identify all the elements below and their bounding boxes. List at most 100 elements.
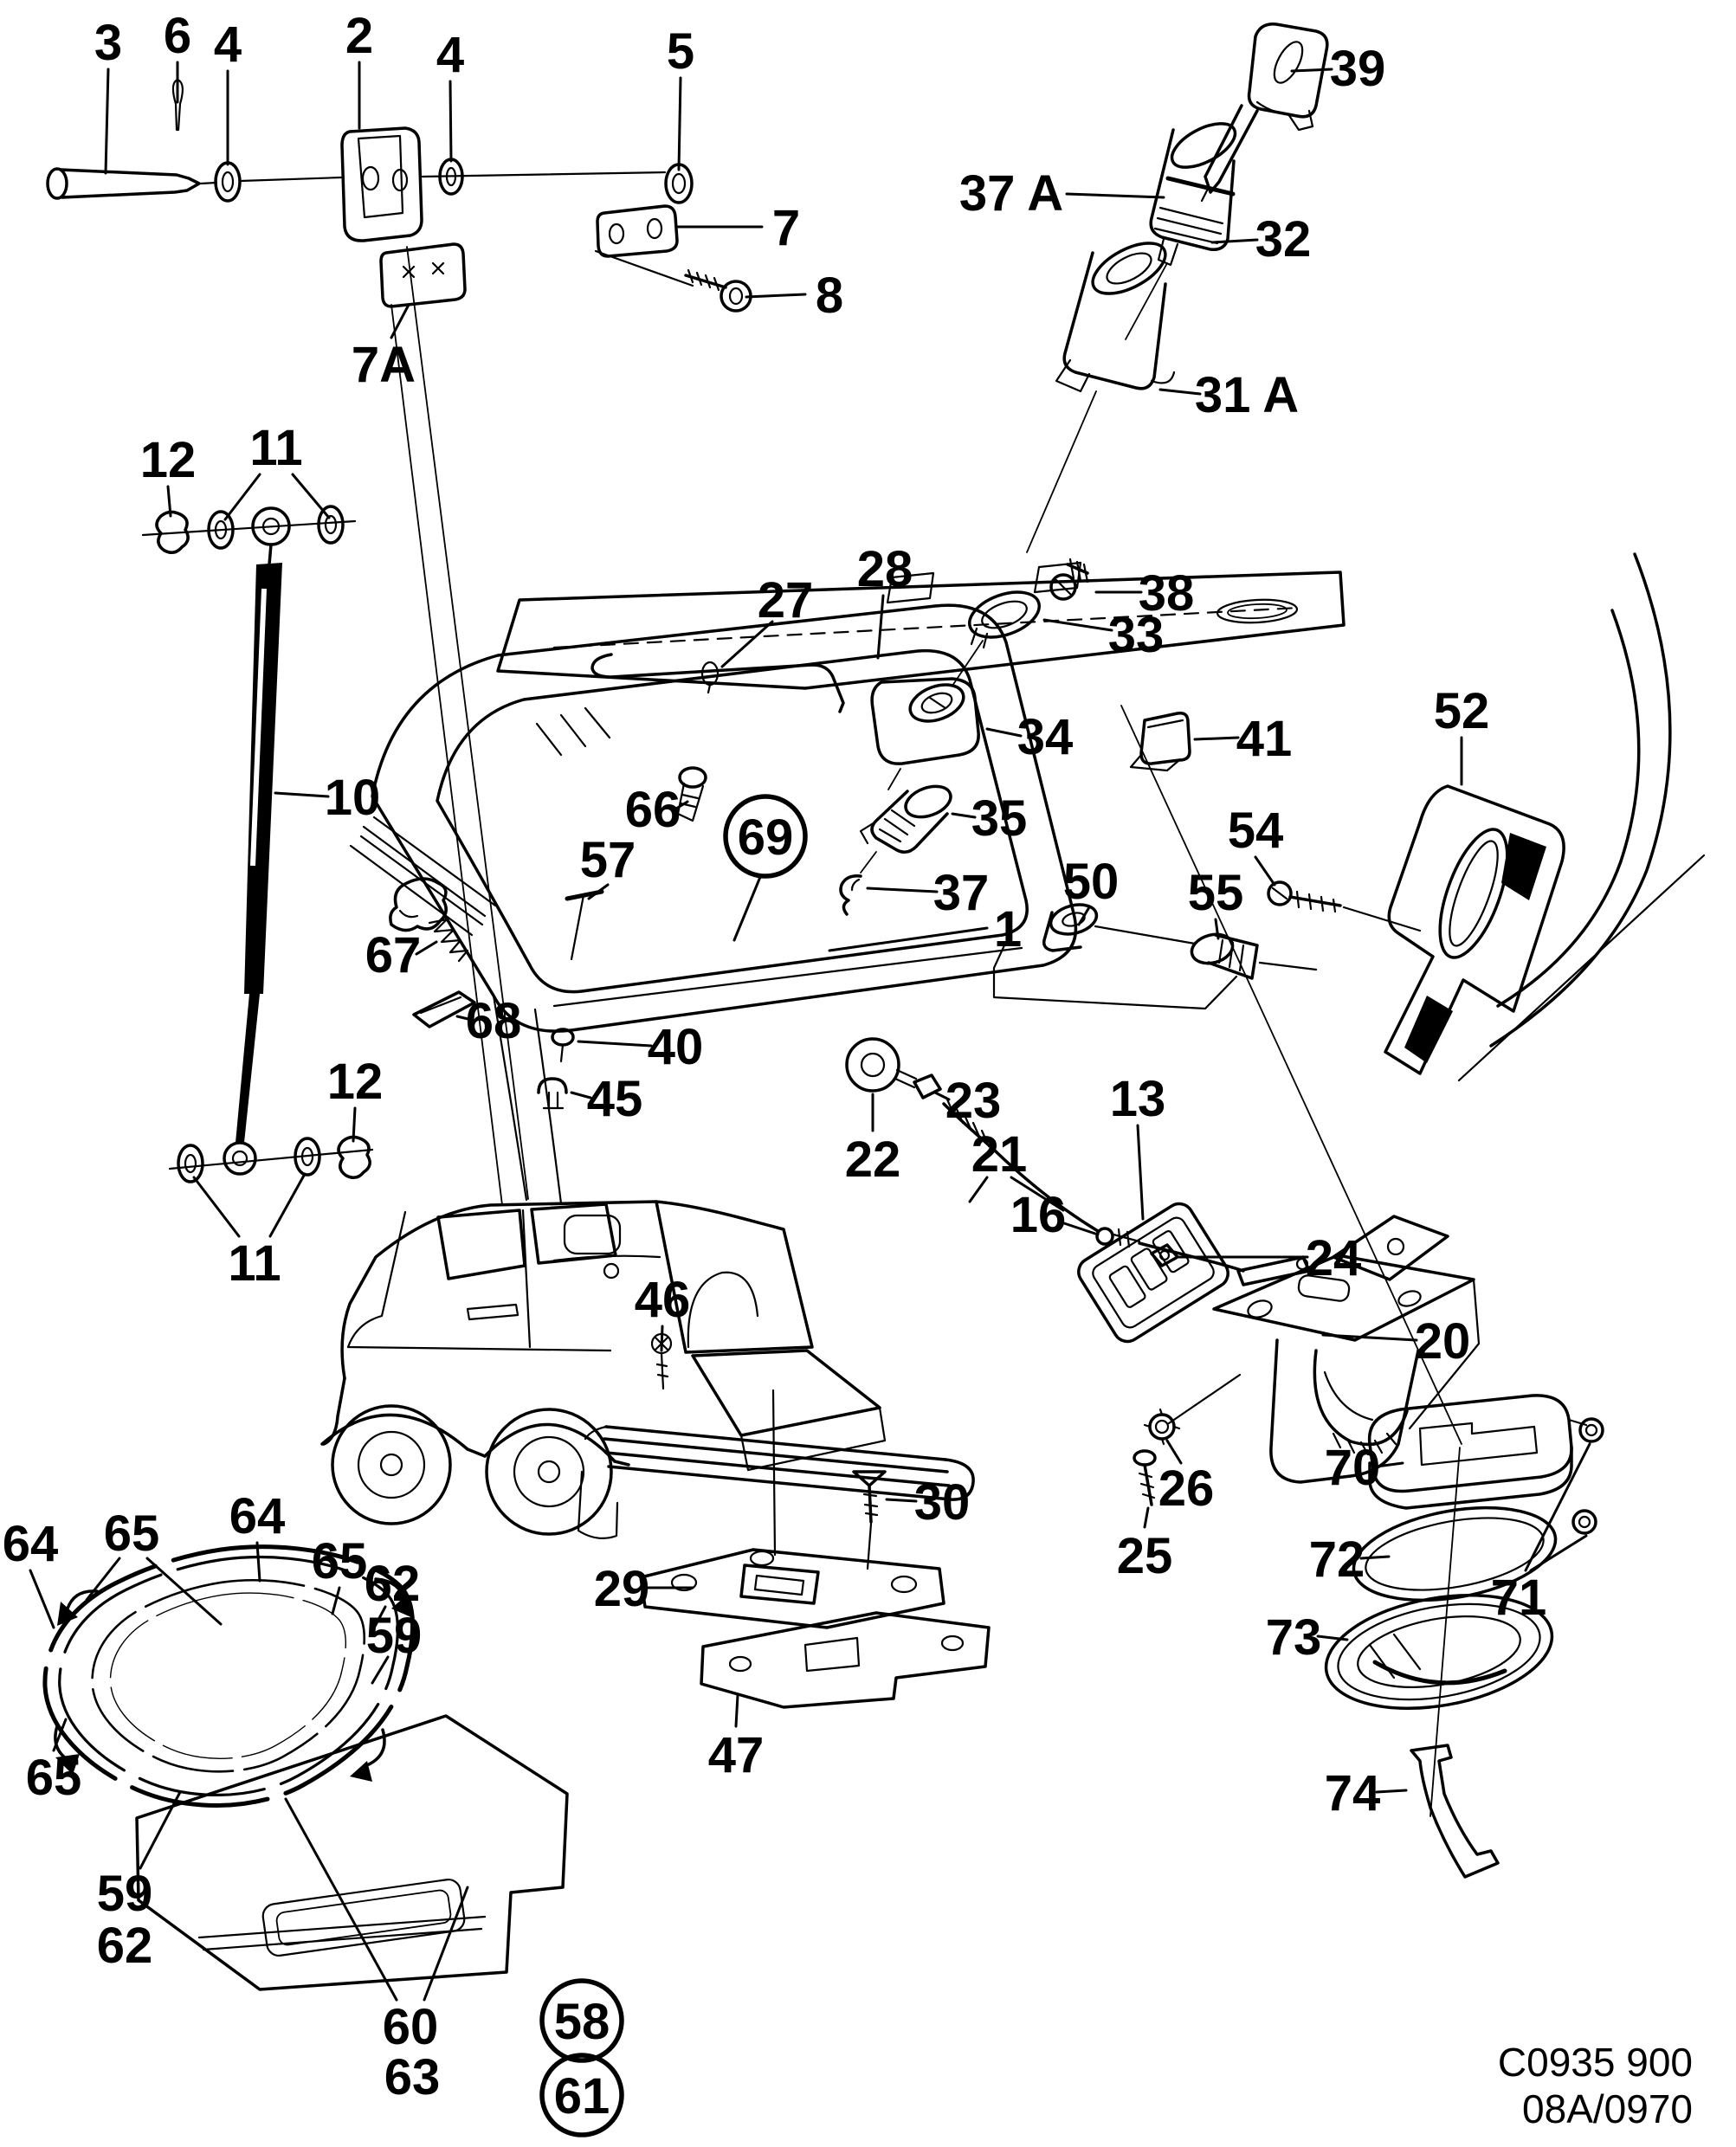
callout-label: 55 xyxy=(1188,865,1244,921)
callout-label: 41 xyxy=(1236,711,1293,767)
callout-label: 16 xyxy=(1010,1187,1067,1243)
callout-label: 62 xyxy=(365,1556,421,1612)
callout-62: 62 xyxy=(365,1556,421,1636)
callout-leader-line xyxy=(255,1541,261,1583)
callout-26: 26 xyxy=(1158,1439,1214,1517)
callout-leader-line xyxy=(1010,1176,1065,1212)
callout-label: 47 xyxy=(708,1727,765,1783)
callout-47: 47 xyxy=(708,1693,765,1783)
callout-label: 29 xyxy=(594,1561,650,1617)
callout-60: 60 xyxy=(284,1797,469,2055)
callout-label: 34 xyxy=(1017,709,1074,765)
callout-label: 35 xyxy=(971,790,1028,847)
callout-leader-line xyxy=(1524,1442,1591,1572)
callout-label: 69 xyxy=(738,809,794,866)
callout-label: 65 xyxy=(312,1533,368,1589)
callout-65: 65 xyxy=(26,1718,81,1806)
callout-leader-line xyxy=(369,1605,387,1636)
callout-label: 40 xyxy=(648,1019,704,1075)
callout-label: 64 xyxy=(229,1488,286,1544)
drawing-number: C0935 900 xyxy=(1498,2040,1693,2085)
callout-61: 61 xyxy=(539,2053,624,2137)
callout-label: 57 xyxy=(580,832,636,888)
callout-55: 55 xyxy=(1188,865,1244,940)
callout-leader-line xyxy=(352,1106,357,1143)
callout-leader-line xyxy=(284,1797,398,2002)
callout-69: 69 xyxy=(723,794,808,942)
callout-label: 38 xyxy=(1139,565,1195,622)
callout-31a: 31 A xyxy=(1158,367,1299,423)
callout-3: 3 xyxy=(94,15,122,175)
callout-32: 32 xyxy=(1210,211,1312,268)
callout-label: 24 xyxy=(1306,1230,1362,1286)
callout-27: 27 xyxy=(720,572,813,668)
drawing-revision: 08A/0970 xyxy=(1522,2086,1693,2131)
callout-label: 13 xyxy=(1110,1071,1166,1127)
callout-25: 25 xyxy=(1117,1506,1173,1584)
callout-7: 7 xyxy=(675,200,800,256)
callout-label: 74 xyxy=(1325,1765,1381,1821)
callout-label: 50 xyxy=(1063,854,1120,910)
callout-label: 32 xyxy=(1255,211,1312,268)
callout-37: 37 xyxy=(866,865,990,921)
callout-label: 59 xyxy=(366,1608,423,1664)
callout-label: 11 xyxy=(249,420,302,476)
callout-circle xyxy=(539,1978,624,2063)
callout-70: 70 xyxy=(1325,1440,1404,1496)
callout-leader-line xyxy=(951,812,977,819)
callout-35: 35 xyxy=(951,790,1028,847)
callout-leader-line xyxy=(449,80,453,163)
callout-11: 11 xyxy=(223,420,331,521)
callout-leader-line xyxy=(371,1655,390,1685)
callout-leader-line xyxy=(274,791,330,798)
callout-65: 65 xyxy=(85,1505,223,1626)
callout-leader-line xyxy=(720,620,774,668)
callout-label: 45 xyxy=(587,1071,643,1127)
hinge-assembly-art xyxy=(46,78,752,1206)
callout-54: 54 xyxy=(1228,803,1283,887)
callout-13: 13 xyxy=(1110,1071,1166,1221)
callout-leader-line xyxy=(732,875,762,942)
callout-leader-line xyxy=(455,1015,474,1022)
callout-label: 7 xyxy=(772,200,800,256)
callout-leader-line xyxy=(1254,855,1276,887)
callout-leader-line xyxy=(1193,736,1240,741)
callout-41: 41 xyxy=(1193,711,1293,767)
callout-72: 72 xyxy=(1309,1531,1391,1588)
callout-63: 63 xyxy=(384,2049,441,2105)
callout-label: 11 xyxy=(228,1235,281,1292)
callout-66: 66 xyxy=(625,782,689,838)
callout-leader-line xyxy=(933,1091,951,1101)
callout-label: 58 xyxy=(554,1994,610,2050)
callout-62: 62 xyxy=(97,1918,153,1974)
callout-leader-line xyxy=(1158,388,1202,396)
callout-21: 21 xyxy=(968,1126,1065,1212)
handle-bezel-art xyxy=(1120,705,1604,1879)
callout-leader-line xyxy=(745,293,807,299)
callout-11: 11 xyxy=(192,1172,307,1292)
callout-2: 2 xyxy=(345,8,373,130)
callout-label: 37 xyxy=(933,865,990,921)
callout-label: 25 xyxy=(1117,1528,1173,1584)
callout-leader-line xyxy=(1529,1534,1588,1572)
callout-40: 40 xyxy=(577,1019,704,1075)
callout-52: 52 xyxy=(1434,683,1489,786)
callout-label: 5 xyxy=(667,23,694,80)
headliner-clip-art xyxy=(349,816,497,1028)
cable-assembly-art xyxy=(845,1037,1311,1344)
callout-57: 57 xyxy=(580,832,636,900)
callout-label: 12 xyxy=(140,432,197,488)
callout-label: 72 xyxy=(1309,1531,1365,1588)
callout-label: 70 xyxy=(1325,1440,1381,1496)
callout-46: 46 xyxy=(635,1272,690,1352)
callout-label: 10 xyxy=(325,770,381,826)
callout-67: 67 xyxy=(365,927,438,983)
callout-circle xyxy=(723,794,808,879)
callout-leader-line xyxy=(1290,68,1333,73)
callout-leader-line xyxy=(1143,1506,1150,1529)
callout-leader-line xyxy=(674,800,689,810)
callout-6: 6 xyxy=(164,8,191,104)
callout-label: 31 A xyxy=(1195,367,1299,423)
callout-39: 39 xyxy=(1290,41,1385,97)
